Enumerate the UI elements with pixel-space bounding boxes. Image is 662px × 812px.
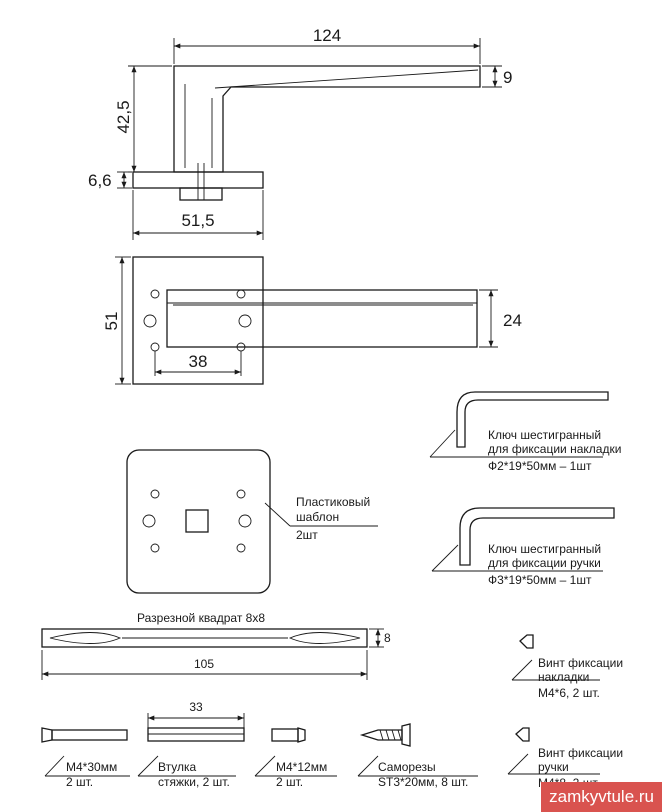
spindle-length: 105 [194,657,214,671]
set-screw-plate-spec: М4*6, 2 шт. [538,686,600,700]
watermark-label: zamkyvtule.ru [541,782,662,812]
hex-key-handle: Ключ шестигранный для фиксации ручки Ф3*… [431,507,615,587]
dimension-24: 24 [479,289,522,348]
self-tapping-screw: Саморезы ST3*20мм, 8 шт. [357,723,478,789]
template-line2: шаблон [296,510,339,524]
hex-key-handle-spec: Ф3*19*50мм – 1шт [488,573,592,587]
handle-top-view [132,256,478,385]
dimension-51-5: 51,5 [132,190,264,240]
set-screw-plate-line1: Винт фиксации [538,656,623,670]
screw-m4-30: М4*30мм 2 шт. [41,727,130,789]
set-screw-plate: Винт фиксации накладки М4*6, 2 шт. [511,634,623,700]
template-line1: Пластиковый [296,495,370,509]
template-qty: 2шт [296,528,318,542]
set-screw-handle-line1: Винт фиксации [538,746,623,760]
dim-24-label: 24 [503,311,522,330]
dim-51-5-label: 51,5 [181,211,214,230]
hex-key-plate-line2: для фиксации накладки [488,442,621,456]
dimension-51: 51 [102,256,131,385]
dimension-9: 9 [482,65,512,88]
dimension-38: 38 [154,351,242,376]
hex-key-handle-line1: Ключ шестигранный [488,542,601,556]
self-tapping-line2: ST3*20мм, 8 шт. [378,775,468,789]
dim-124-label: 124 [313,26,341,45]
dimension-124: 124 [173,26,481,64]
spindle-size: 8 [384,631,391,645]
hex-key-plate-line1: Ключ шестигранный [488,428,601,442]
set-screw-handle: Винт фиксации ручки М4*8, 2 шт. [507,727,623,790]
dimension-6-6: 6,6 [88,171,132,190]
split-spindle: Разрезной квадрат 8х8 8 105 [41,611,391,680]
screw-m4-12: М4*12мм 2 шт. [254,727,337,789]
screw-m4-12-line1: М4*12мм [276,760,327,774]
set-screw-handle-line2: ручки [538,760,569,774]
self-tapping-line1: Саморезы [378,760,436,774]
spindle-title: Разрезной квадрат 8х8 [137,611,265,625]
dim-9-label: 9 [503,68,512,87]
coupling-sleeve: 33 Втулка стяжки, 2 шт. [137,700,245,789]
screw-m4-30-line2: 2 шт. [66,775,93,789]
hex-key-plate: Ключ шестигранный для фиксации накладки … [429,391,621,473]
sleeve-line1: Втулка [158,760,196,774]
screw-m4-12-line2: 2 шт. [276,775,303,789]
screw-m4-30-line1: М4*30мм [66,760,117,774]
dimension-42-5: 42,5 [114,65,172,173]
sleeve-line2: стяжки, 2 шт. [158,775,230,789]
dim-38-label: 38 [189,352,208,371]
dim-42-5-label: 42,5 [114,100,133,133]
handle-side-view [132,65,481,201]
set-screw-plate-line2: накладки [538,670,589,684]
hex-key-handle-line2: для фиксации ручки [488,556,601,570]
sleeve-length: 33 [189,700,203,714]
plastic-template: Пластиковый шаблон 2шт [126,449,378,594]
dim-6-6-label: 6,6 [88,171,112,190]
hex-key-plate-spec: Ф2*19*50мм – 1шт [488,459,592,473]
dim-51-label: 51 [102,312,121,331]
